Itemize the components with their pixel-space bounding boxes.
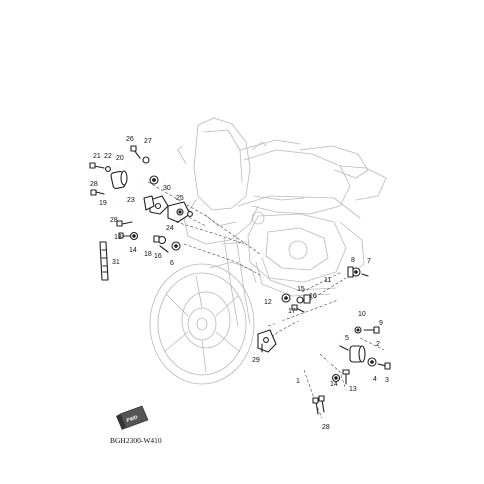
callout-29: 29	[252, 357, 260, 364]
callout-21: 21	[93, 153, 101, 160]
callout-18: 18	[144, 251, 152, 258]
callout-12: 12	[264, 299, 272, 306]
callout-16: 16	[154, 253, 162, 260]
callout-24: 24	[166, 225, 174, 232]
callout-11: 11	[324, 277, 331, 284]
callout-17: 17	[288, 308, 296, 315]
callout-31: 31	[112, 259, 120, 266]
callout-15: 15	[297, 286, 305, 293]
fwd-label: FWD	[126, 414, 139, 424]
callout-8: 8	[351, 257, 355, 264]
callout-1: 1	[296, 378, 300, 385]
callout-6: 6	[170, 260, 174, 267]
callout-14: 14	[330, 381, 338, 388]
callout-27: 27	[144, 138, 152, 145]
callout-13: 13	[349, 386, 357, 393]
callout-22: 22	[104, 153, 112, 160]
callout-26: 26	[126, 136, 134, 143]
callout-14: 14	[129, 247, 137, 254]
callout-28: 28	[322, 424, 330, 431]
diagram-code: BGH2300-W410	[110, 436, 162, 445]
callout-9: 9	[379, 320, 383, 327]
right-crash-bar-assembly	[257, 266, 391, 415]
callout-7: 7	[367, 258, 371, 265]
callout-10: 10	[358, 311, 366, 318]
forward-direction-badge: FWD	[116, 405, 149, 430]
callout-5: 5	[345, 335, 349, 342]
callout-13: 13	[114, 234, 122, 241]
callout-3: 3	[385, 377, 389, 384]
callout-16: 16	[309, 293, 317, 300]
callout-23: 23	[127, 197, 135, 204]
callout-28: 28	[110, 217, 118, 224]
callout-30: 30	[163, 185, 171, 192]
callout-25: 25	[176, 195, 184, 202]
callout-4: 4	[373, 376, 377, 383]
motorcycle-outline	[149, 117, 387, 385]
callout-28: 28	[90, 181, 98, 188]
callout-19: 19	[99, 200, 107, 207]
left-crash-bar-assembly	[89, 145, 193, 281]
callout-2: 2	[376, 341, 380, 348]
callout-20: 20	[116, 155, 124, 162]
